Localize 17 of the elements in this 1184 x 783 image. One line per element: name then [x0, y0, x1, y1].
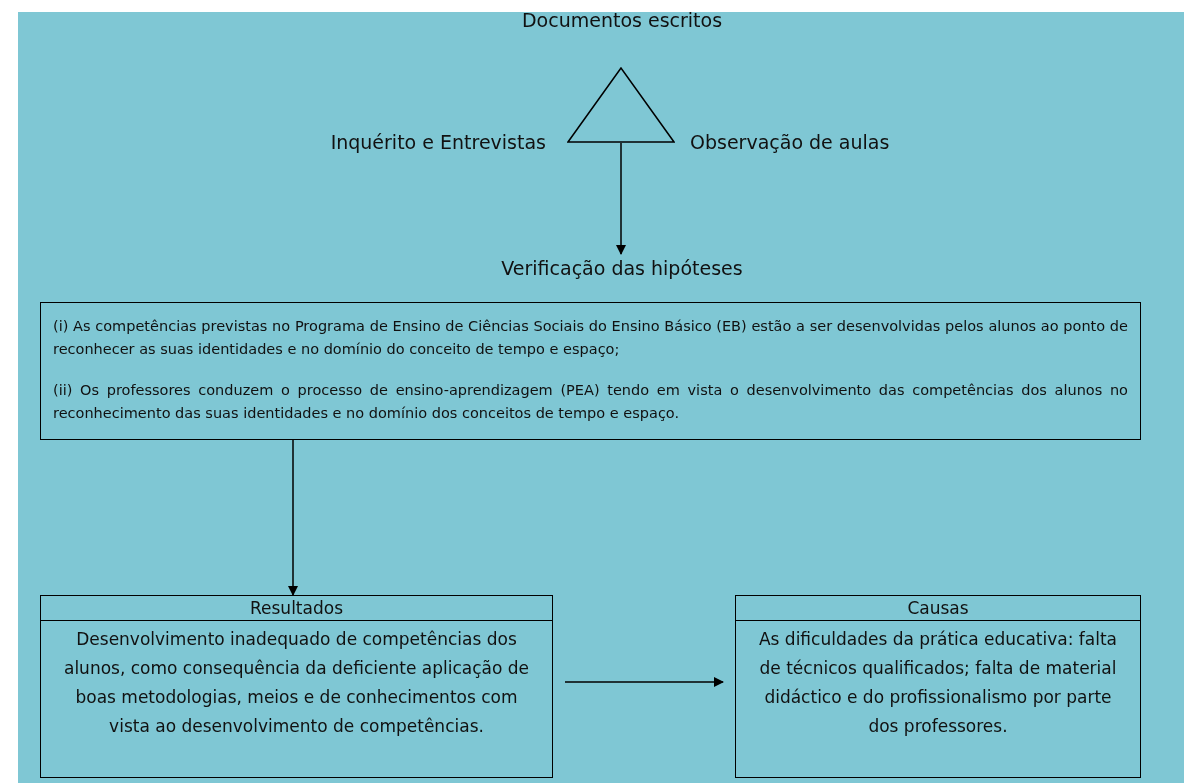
box-text: Desenvolvimento inadequado de competências dos alunos, como consequência da deficiente aplicação de boas metodologias, meios e de conhecimentos com vista ao desenvolvimento de competências. — [62, 628, 530, 738]
vertex-label: Documentos escritos — [520, 8, 724, 33]
vertex-label: Observação de aulas — [690, 130, 891, 155]
arrow — [616, 142, 626, 255]
titled-box — [40, 595, 553, 778]
arrow — [564, 677, 724, 687]
hypothesis-text: (i) As competências previstas no Programa de Ensino de Ciências Sociais do Ensino Básico (EB) estão a ser desenvolvidas pelos alunos ao ponto de reconhecer as suas identidades e no domínio do conceito de tempo e espaço; — [53, 317, 1128, 359]
box-heading: Resultados — [41, 596, 552, 621]
hypotheses-box — [40, 302, 1141, 440]
step-label: Verificação das hipóteses — [462, 254, 782, 280]
box-heading: Causas — [736, 596, 1140, 621]
hypothesis-text: (ii) Os professores conduzem o processo de ensino-aprendizagem (PEA) tendo em vista o desenvolvimento das competências dos alunos no reconhecimento das suas identidades e no domínio dos conceitos de tempo e espaço. — [53, 381, 1128, 423]
triangle-shape — [567, 67, 675, 143]
vertex-label: Inquérito e Entrevistas — [329, 130, 546, 155]
box-text: As dificuldades da prática educativa: falta de técnicos qualificados; falta de material didáctico e do profissionalismo por parte dos professores. — [757, 628, 1118, 738]
titled-box — [735, 595, 1141, 778]
arrow — [288, 439, 298, 596]
